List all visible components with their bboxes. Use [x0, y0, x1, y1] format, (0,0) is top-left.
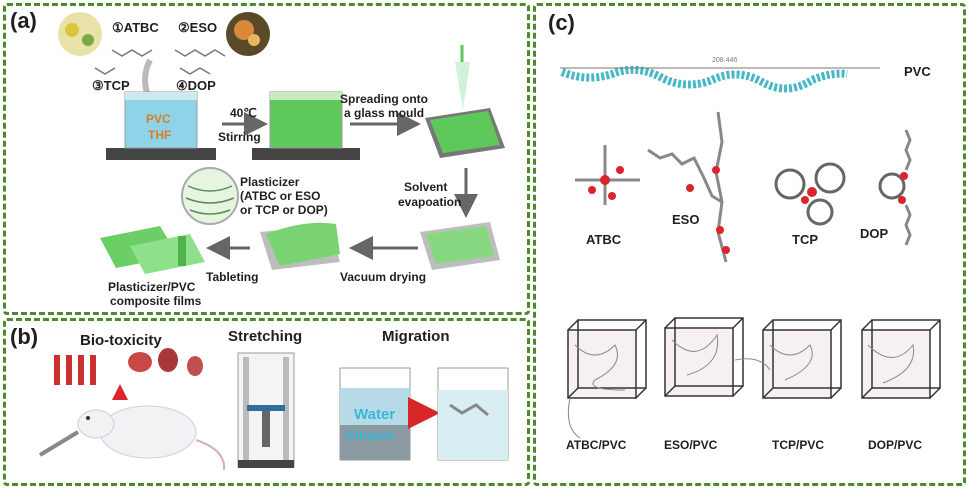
plasticizer-eso-label: ②ESO	[178, 20, 218, 35]
beaker-2	[269, 91, 343, 149]
migration-title: Migration	[382, 328, 450, 345]
polymer-tangles	[567, 333, 915, 439]
biotoxicity-title: Bio-toxicity	[80, 332, 162, 349]
box-label-tcp: TCP/PVC	[772, 438, 825, 452]
atbc-label: ATBC	[586, 232, 622, 247]
stirring-label: Stirring	[218, 130, 261, 144]
mouse-icon	[77, 405, 226, 471]
atbc-molecule	[575, 145, 640, 205]
eso-label: ESO	[672, 212, 700, 227]
pvc-chain	[560, 65, 848, 93]
box-label-dop: DOP/PVC	[868, 438, 923, 452]
dumbbell-specimen	[178, 236, 186, 266]
films-label-2: composite films	[110, 294, 202, 308]
seed-photo-icon	[226, 12, 270, 56]
sim-box-atbc	[567, 319, 647, 399]
panel-a-frame	[3, 3, 530, 315]
spreading-label-2: a glass mould	[344, 106, 425, 120]
test-tubes-icon	[54, 355, 96, 385]
dop-label: DOP	[860, 226, 889, 241]
water-label: Water	[354, 406, 396, 423]
tensile-tester-icon	[237, 352, 295, 468]
migration-beaker-2	[437, 367, 509, 461]
plasticizer-dop-label: ④DOP	[176, 78, 216, 93]
temperature-label: 40℃	[230, 106, 257, 120]
eso-molecule	[647, 111, 730, 263]
pvc-label: PVC	[904, 64, 931, 79]
spray-icon	[455, 62, 470, 110]
ethanol-label: Ethanol	[346, 428, 394, 443]
sim-box-tcp	[762, 319, 842, 399]
pvc-length-label: 208.446	[712, 57, 738, 64]
tableting-label: Tableting	[206, 270, 259, 284]
panel-c-label: (c)	[548, 10, 575, 35]
vacuum-label: Vacuum drying	[340, 270, 427, 284]
plasticizer-tcp-label: ③TCP	[92, 78, 130, 93]
stretching-title: Stretching	[228, 328, 303, 345]
panel-b-label: (b)	[10, 324, 39, 349]
tcp-label: TCP	[792, 232, 818, 247]
plasticizer-zoom-circle	[181, 167, 239, 225]
dop-molecule	[878, 129, 912, 246]
plasticizer-atbc-label: ①ATBC	[112, 20, 159, 35]
plant-photo-icon	[58, 12, 102, 56]
box-label-atbc: ATBC/PVC	[566, 438, 627, 452]
solvent-label-2: evapoation	[398, 195, 462, 209]
plasticizer-note-1: Plasticizer	[240, 175, 300, 189]
panel-b-frame	[3, 318, 530, 486]
syringe-icon	[38, 430, 80, 457]
beaker-thf-label: THF	[148, 128, 172, 142]
spreading-label-1: Spreading onto	[340, 92, 428, 106]
box-label-eso: ESO/PVC	[664, 438, 718, 452]
sim-box-dop	[861, 319, 941, 399]
migration-beaker-1	[339, 367, 411, 461]
small-molecule-icons	[94, 49, 226, 75]
beaker-pvc-label: PVC	[146, 112, 171, 126]
panel-c-frame	[533, 3, 966, 486]
hot-plate-1	[106, 148, 216, 160]
solvent-label-1: Solvent	[404, 180, 448, 194]
hot-plate-2	[252, 148, 360, 160]
organs-icon	[128, 348, 203, 376]
films-label-1: Plasticizer/PVC	[108, 280, 196, 294]
plasticizer-note-2: (ATBC or ESO	[240, 189, 321, 203]
panel-a-label: (a)	[10, 8, 37, 33]
beaker-1	[124, 91, 198, 149]
tcp-molecule	[774, 162, 846, 226]
sim-box-eso	[664, 317, 744, 397]
plasticizer-note-3: or TCP or DOP)	[240, 203, 328, 217]
composite-film-2	[130, 234, 205, 274]
